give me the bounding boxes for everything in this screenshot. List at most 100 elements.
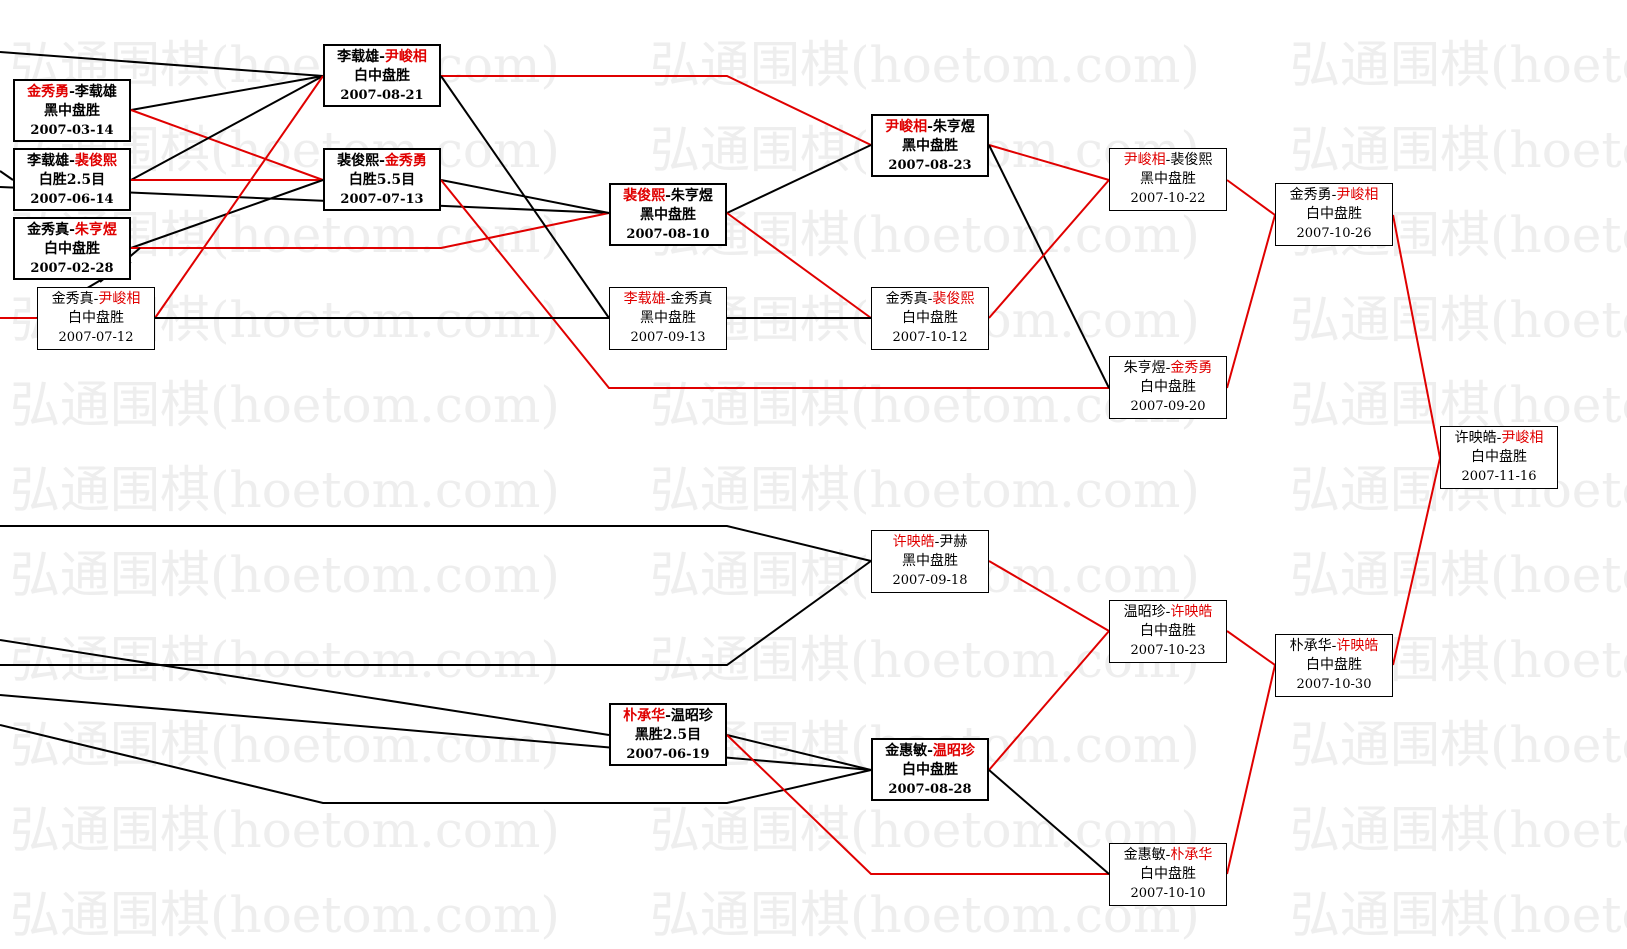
match-box-m3[interactable]: 金秀真-朱亨煜 白中盘胜 2007-02-28 [13, 217, 131, 280]
match-date: 2007-08-21 [340, 88, 424, 103]
match-date: 2007-08-23 [888, 158, 972, 173]
bracket-connector [726, 734, 1109, 875]
black-player: 裴俊熙 [337, 153, 380, 169]
match-box-m6[interactable]: 裴俊熙-金秀勇 白胜5.5目 2007-07-13 [323, 148, 441, 211]
black-player: 李载雄 [337, 49, 380, 65]
match-date: 2007-08-28 [888, 782, 972, 797]
match-players: 金秀真-尹峻相 [51, 291, 141, 307]
white-player: 裴俊熙 [74, 153, 117, 169]
match-box-m17[interactable]: 朴承华-许映皓 白中盘胜 2007-10-30 [1275, 634, 1393, 697]
match-date: 2007-07-13 [340, 192, 424, 207]
bracket-connector [988, 144, 1110, 389]
bracket-connector [988, 769, 1110, 875]
bracket-connector [130, 109, 324, 181]
match-players: 金秀勇-李载雄 [27, 84, 117, 100]
white-player: 李载雄 [74, 84, 117, 100]
match-date: 2007-02-28 [30, 261, 114, 276]
black-player: 金秀真 [51, 291, 94, 307]
match-box-m7[interactable]: 裴俊熙-朱亨煜 黑中盘胜 2007-08-10 [609, 183, 727, 246]
black-player: 温昭珍 [1123, 604, 1166, 620]
match-players: 裴俊熙-朱亨煜 [623, 188, 713, 204]
match-box-m8[interactable]: 李载雄-金秀真 黑中盘胜 2007-09-13 [609, 287, 727, 350]
black-player: 朱亨煜 [1123, 360, 1166, 376]
match-date: 2007-10-30 [1296, 677, 1372, 692]
match-box-m16[interactable]: 温昭珍-许映皓 白中盘胜 2007-10-23 [1109, 600, 1227, 663]
match-box-m13[interactable]: 金秀勇-尹峻相 白中盘胜 2007-10-26 [1275, 183, 1393, 246]
match-players: 李载雄-金秀真 [623, 291, 713, 307]
black-player: 许映皓 [892, 534, 935, 550]
match-players: 金秀真-裴俊熙 [885, 291, 975, 307]
white-player: 金秀勇 [1170, 360, 1213, 376]
match-result: 黑中盘胜 [640, 310, 696, 326]
bracket-connector [988, 144, 1110, 181]
match-date: 2007-10-12 [892, 330, 968, 345]
white-player: 裴俊熙 [1170, 152, 1213, 168]
black-player: 裴俊熙 [623, 188, 666, 204]
match-box-m20[interactable]: 金惠敏-朴承华 白中盘胜 2007-10-10 [1109, 843, 1227, 906]
match-result: 白中盘胜 [68, 310, 124, 326]
match-players: 金秀真-朱亨煜 [27, 222, 117, 238]
match-result: 白中盘胜 [1140, 866, 1196, 882]
match-box-m15[interactable]: 许映皓-尹赫 黑中盘胜 2007-09-18 [871, 530, 989, 593]
match-box-m2[interactable]: 李载雄-裴俊熙 白胜2.5目 2007-06-14 [13, 148, 131, 211]
black-player: 李载雄 [27, 153, 70, 169]
white-player: 尹峻相 [1501, 430, 1544, 446]
match-date: 2007-07-12 [58, 330, 134, 345]
match-players: 朱亨煜-金秀勇 [1123, 360, 1213, 376]
match-box-m9[interactable]: 尹峻相-朱亨煜 黑中盘胜 2007-08-23 [871, 114, 989, 177]
match-box-m18[interactable]: 朴承华-温昭珍 黑胜2.5目 2007-06-19 [609, 703, 727, 766]
match-box-m4[interactable]: 金秀真-尹峻相 白中盘胜 2007-07-12 [37, 287, 155, 350]
match-box-m5[interactable]: 李载雄-尹峻相 白中盘胜 2007-08-21 [323, 44, 441, 107]
bracket-connector [1392, 214, 1441, 459]
white-player: 朱亨煜 [74, 222, 117, 238]
match-date: 2007-09-13 [630, 330, 706, 345]
black-player: 金惠敏 [885, 743, 928, 759]
match-box-m1[interactable]: 金秀勇-李载雄 黑中盘胜 2007-03-14 [13, 79, 131, 142]
match-date: 2007-10-26 [1296, 226, 1372, 241]
match-date: 2007-10-10 [1130, 886, 1206, 901]
bracket-connector [0, 51, 324, 77]
black-player: 朴承华 [623, 708, 666, 724]
bracket-connector [441, 75, 872, 146]
bracket-connector [1226, 630, 1276, 666]
match-box-m11[interactable]: 尹峻相-裴俊熙 黑中盘胜 2007-10-22 [1109, 148, 1227, 211]
white-player: 尹峻相 [1336, 187, 1379, 203]
match-players: 尹峻相-朱亨煜 [885, 119, 975, 135]
match-result: 黑胜2.5目 [634, 727, 702, 743]
match-players: 许映皓-尹赫 [892, 534, 968, 550]
white-player: 金秀勇 [384, 153, 427, 169]
black-player: 尹峻相 [1123, 152, 1166, 168]
match-result: 白中盘胜 [44, 241, 100, 257]
match-players: 李载雄-裴俊熙 [27, 153, 117, 169]
black-player: 朴承华 [1289, 638, 1332, 654]
match-date: 2007-03-14 [30, 123, 114, 138]
match-result: 白中盘胜 [1306, 206, 1362, 222]
match-players: 许映皓-尹峻相 [1454, 430, 1544, 446]
bracket-connector [0, 694, 872, 771]
bracket-connector [726, 212, 872, 319]
match-box-m19[interactable]: 金惠敏-温昭珍 白中盘胜 2007-08-28 [871, 738, 989, 801]
match-box-m10[interactable]: 金秀真-裴俊熙 白中盘胜 2007-10-12 [871, 287, 989, 350]
match-result: 白中盘胜 [902, 762, 958, 778]
match-box-m14[interactable]: 许映皓-尹峻相 白中盘胜 2007-11-16 [1440, 426, 1558, 489]
bracket-connector [988, 179, 1110, 319]
black-player: 金惠敏 [1123, 847, 1166, 863]
black-player: 金秀勇 [27, 84, 70, 100]
match-box-m12[interactable]: 朱亨煜-金秀勇 白中盘胜 2007-09-20 [1109, 356, 1227, 419]
match-players: 金秀勇-尹峻相 [1289, 187, 1379, 203]
bracket-connector [130, 75, 324, 181]
match-result: 白胜5.5目 [348, 172, 416, 188]
match-date: 2007-06-19 [626, 747, 710, 762]
bracket-connector [154, 75, 324, 319]
match-result: 黑中盘胜 [902, 138, 958, 154]
match-result: 黑中盘胜 [44, 103, 100, 119]
bracket-connector [131, 212, 610, 249]
bracket-connector [726, 144, 872, 214]
match-result: 白中盘胜 [1306, 657, 1362, 673]
match-result: 白胜2.5目 [38, 172, 106, 188]
match-result: 黑中盘胜 [640, 207, 696, 223]
white-player: 金秀真 [670, 291, 713, 307]
bracket-connector [1226, 214, 1276, 389]
white-player: 尹峻相 [98, 291, 141, 307]
bracket-connector [988, 630, 1110, 771]
